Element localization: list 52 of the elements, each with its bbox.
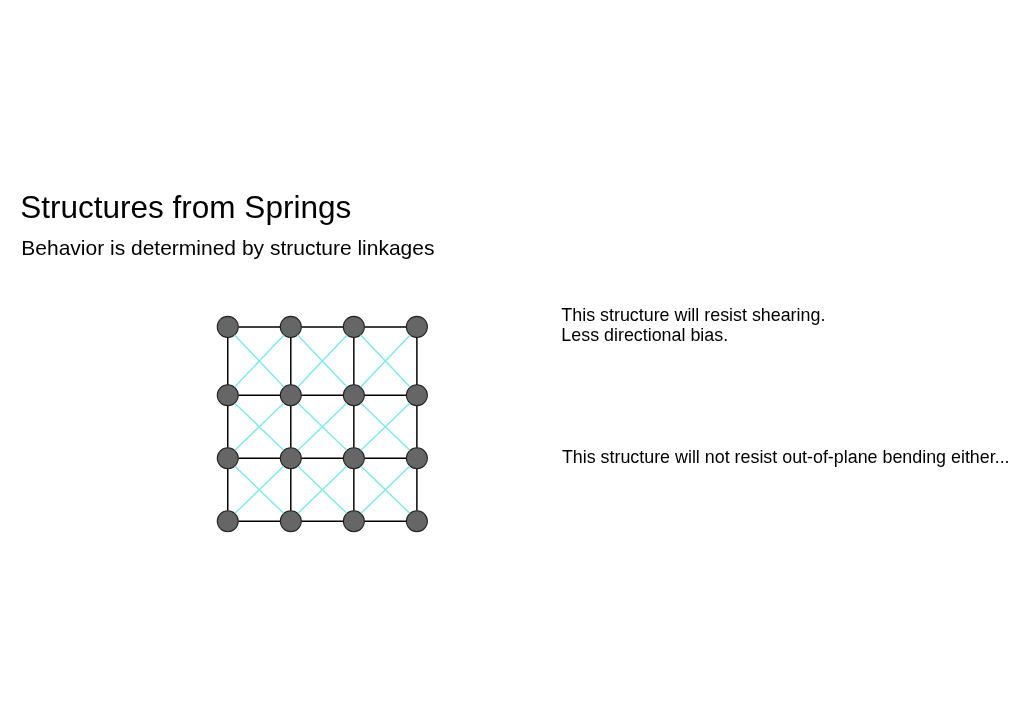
connector [363, 520, 408, 523]
connector [353, 405, 355, 449]
connector [227, 336, 229, 386]
label: This structure will not resist out-of-plane bending either... [561, 446, 1010, 467]
node-circle [405, 510, 428, 533]
connector [353, 336, 355, 386]
node-circle [216, 447, 239, 470]
connector [297, 402, 348, 451]
node-circle [342, 384, 365, 407]
connector [233, 334, 285, 388]
connector [227, 468, 229, 512]
node-circle [216, 510, 239, 533]
node-circle [405, 447, 428, 470]
connector [363, 326, 408, 328]
connector [227, 405, 229, 449]
node-circle [279, 447, 302, 470]
connector [234, 402, 285, 451]
connector [300, 326, 344, 328]
node-circle [342, 315, 365, 338]
connector [360, 465, 411, 515]
connector [237, 457, 281, 459]
connector [300, 520, 344, 523]
connector [237, 326, 281, 328]
connector [290, 336, 292, 386]
connector [300, 457, 344, 459]
connector [290, 468, 292, 512]
node-circle [279, 384, 302, 407]
connector [290, 405, 292, 449]
node-circle [405, 315, 428, 338]
node-circle [342, 447, 365, 470]
connector [234, 465, 285, 515]
label: This structure will resist shearing. Less directional bias. [561, 305, 826, 346]
connector [363, 457, 408, 459]
node-circle [342, 510, 365, 533]
connector [360, 402, 411, 451]
connector [296, 334, 348, 388]
node-circle [405, 384, 428, 407]
node-circle [216, 384, 239, 407]
connector [363, 394, 408, 396]
node-circle [279, 315, 302, 338]
diagram-title: Structures from Springs [20, 188, 352, 225]
connector [416, 468, 418, 512]
connector [353, 468, 355, 512]
node-circle [279, 510, 302, 533]
connector [237, 394, 281, 396]
connector [416, 336, 418, 386]
connector [416, 405, 418, 449]
connector [237, 520, 281, 523]
connector [300, 394, 344, 396]
connector [297, 465, 348, 515]
node-circle [216, 315, 239, 338]
label: Behavior is determined by structure linkages [21, 236, 435, 260]
